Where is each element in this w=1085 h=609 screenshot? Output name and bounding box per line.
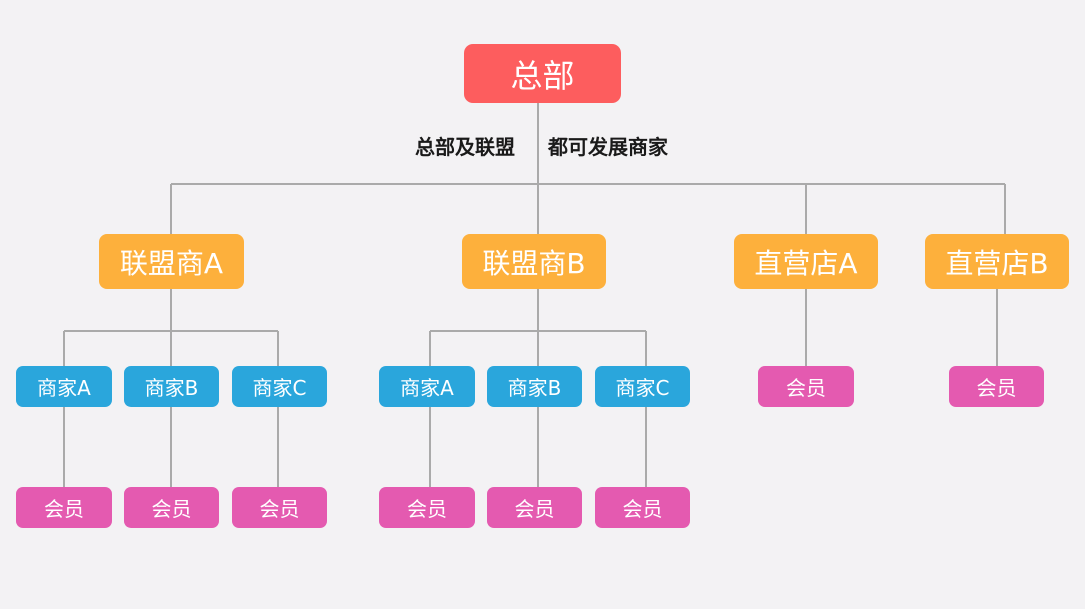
member-node: 会员 [595, 487, 690, 528]
member-node: 会员 [124, 487, 219, 528]
direct-store-a-node: 直营店A [734, 234, 878, 289]
note-text-part2: 都可发展商家 [548, 135, 668, 159]
headquarters-node: 总部 [464, 44, 621, 103]
member-node: 会员 [232, 487, 327, 528]
merchant-node: 商家B [487, 366, 582, 407]
member-node: 会员 [758, 366, 854, 407]
alliance-a-node: 联盟商A [99, 234, 244, 289]
merchant-node: 商家C [595, 366, 690, 407]
member-node: 会员 [487, 487, 582, 528]
note-text-part1: 总部及联盟 [415, 135, 515, 159]
alliance-b-node: 联盟商B [462, 234, 606, 289]
member-node: 会员 [16, 487, 112, 528]
merchant-node: 商家A [379, 366, 475, 407]
direct-store-b-node: 直营店B [925, 234, 1069, 289]
member-node: 会员 [379, 487, 475, 528]
merchant-node: 商家A [16, 366, 112, 407]
member-node: 会员 [949, 366, 1044, 407]
merchant-node: 商家C [232, 366, 327, 407]
merchant-node: 商家B [124, 366, 219, 407]
